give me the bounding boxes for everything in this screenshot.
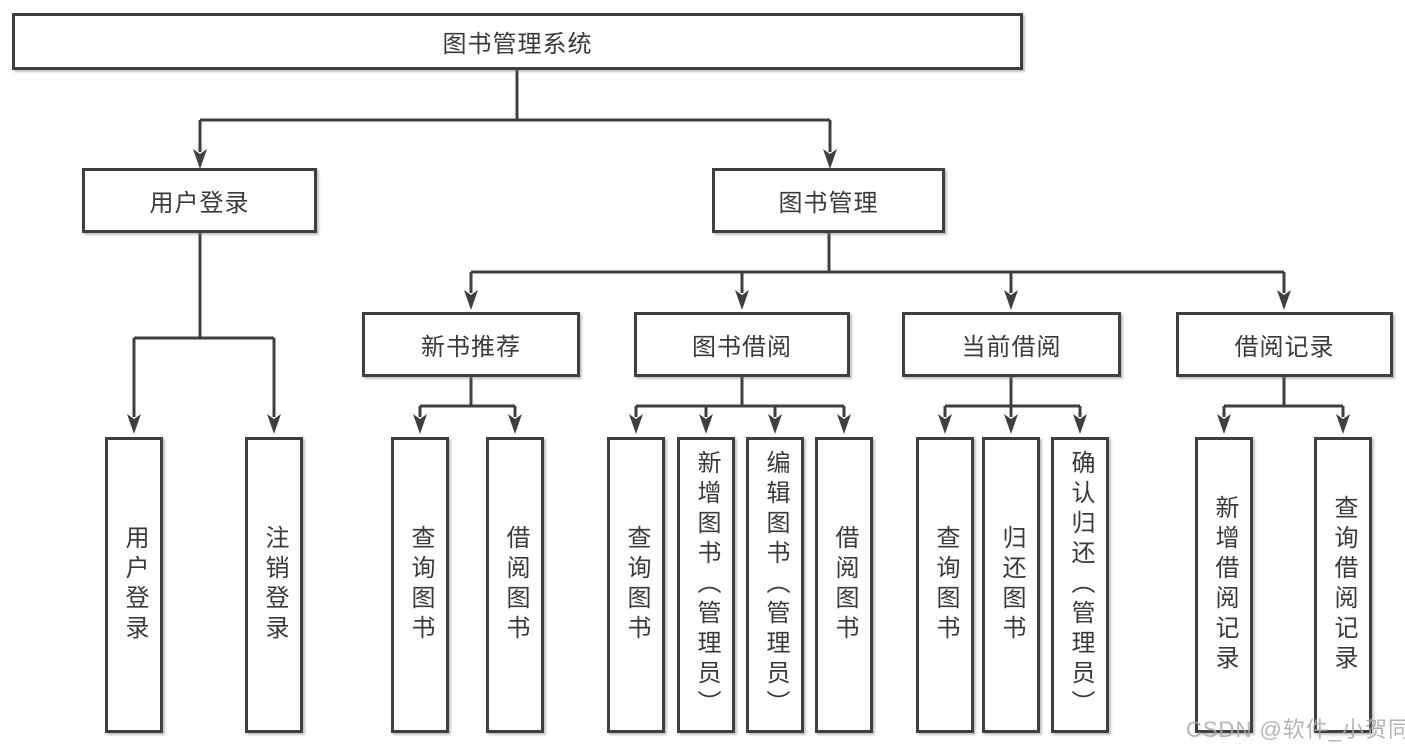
arrowhead bbox=[699, 414, 713, 434]
arrowhead bbox=[1336, 414, 1350, 434]
leaf-query-borrow-record-label: 查询借阅记录 bbox=[1330, 495, 1357, 675]
leaf-add-borrow-record-label: 新增借阅记录 bbox=[1211, 495, 1238, 675]
node-book-management-label: 图书管理 bbox=[778, 190, 879, 217]
arrowhead bbox=[768, 414, 782, 434]
watermark: CSDN @软件_小贺同学 bbox=[1186, 717, 1405, 742]
connector-current-to-leaves bbox=[943, 377, 1082, 417]
arrowheads bbox=[127, 149, 1350, 434]
leaf-logout-label: 注销登录 bbox=[261, 525, 288, 645]
leaf-user-login-label: 用户登录 bbox=[121, 525, 148, 645]
arrowhead bbox=[508, 414, 522, 434]
leaf-query-books-1-label: 查询图书 bbox=[407, 525, 434, 645]
node-new-book-recommend-label: 新书推荐 bbox=[421, 334, 521, 361]
leaf-query-books-3-label: 查询图书 bbox=[932, 525, 959, 645]
leaf-borrow-books-2: 借阅图书 bbox=[815, 437, 873, 733]
node-user-login-label: 用户登录 bbox=[149, 190, 250, 217]
leaf-logout: 注销登录 bbox=[245, 437, 303, 733]
arrowhead bbox=[267, 414, 281, 434]
leaf-confirm-return-admin-label: 确认归还（管理员） bbox=[1067, 450, 1094, 720]
connector-bookmgmt-to-level2 bbox=[469, 233, 1286, 293]
node-current-borrowing-label: 当前借阅 bbox=[961, 334, 1062, 361]
connector-records-to-leaves bbox=[1222, 377, 1345, 417]
connector-root-to-level1 bbox=[198, 70, 832, 152]
arrowhead bbox=[823, 149, 837, 169]
arrowhead bbox=[1277, 290, 1291, 310]
node-new-book-recommend: 新书推荐 bbox=[362, 312, 580, 377]
leaf-user-login: 用户登录 bbox=[105, 437, 163, 733]
leaf-query-borrow-record: 查询借阅记录 bbox=[1314, 437, 1372, 733]
connector-userlogin-to-leaves bbox=[132, 233, 276, 417]
leaf-borrow-books-2-label: 借阅图书 bbox=[831, 525, 858, 645]
connector-borrowing-to-leaves bbox=[634, 377, 846, 417]
arrowhead bbox=[464, 290, 478, 310]
arrowhead bbox=[837, 414, 851, 434]
leaf-borrow-books-1-label: 借阅图书 bbox=[502, 525, 529, 645]
leaf-add-books-admin-label: 新增图书（管理员） bbox=[693, 450, 720, 720]
leaf-borrow-books-1: 借阅图书 bbox=[486, 437, 544, 733]
arrowhead bbox=[1073, 414, 1087, 434]
leaf-edit-books-admin: 编辑图书（管理员） bbox=[746, 437, 804, 733]
arrowhead bbox=[1004, 290, 1018, 310]
node-book-management: 图书管理 bbox=[712, 168, 945, 233]
arrowhead bbox=[193, 149, 207, 169]
leaf-query-books-2-label: 查询图书 bbox=[623, 525, 650, 645]
arrowhead bbox=[127, 414, 141, 434]
leaf-query-books-1: 查询图书 bbox=[391, 437, 449, 733]
node-book-borrowing: 图书借阅 bbox=[634, 312, 850, 377]
node-user-login: 用户登录 bbox=[82, 168, 317, 233]
arrowhead bbox=[735, 290, 749, 310]
leaf-query-books-2: 查询图书 bbox=[607, 437, 665, 733]
arrowhead bbox=[629, 414, 643, 434]
arrowhead bbox=[1004, 414, 1018, 434]
leaf-edit-books-admin-label: 编辑图书（管理员） bbox=[762, 450, 789, 720]
node-borrowing-records: 借阅记录 bbox=[1176, 312, 1393, 377]
node-library-system: 图书管理系统 bbox=[12, 13, 1023, 70]
leaf-confirm-return-admin: 确认归还（管理员） bbox=[1051, 437, 1109, 733]
leaf-return-books-label: 归还图书 bbox=[998, 525, 1025, 645]
leaf-add-borrow-record: 新增借阅记录 bbox=[1195, 437, 1253, 733]
leaf-query-books-3: 查询图书 bbox=[916, 437, 974, 733]
arrowhead bbox=[938, 414, 952, 434]
leaf-add-books-admin: 新增图书（管理员） bbox=[677, 437, 735, 733]
connector-newbooks-to-leaves bbox=[418, 377, 517, 417]
arrowhead bbox=[1217, 414, 1231, 434]
arrowhead bbox=[413, 414, 427, 434]
node-borrowing-records-label: 借阅记录 bbox=[1234, 334, 1335, 361]
node-current-borrowing: 当前借阅 bbox=[902, 312, 1121, 377]
node-library-system-label: 图书管理系统 bbox=[442, 31, 593, 58]
node-book-borrowing-label: 图书借阅 bbox=[692, 334, 792, 361]
leaf-return-books: 归还图书 bbox=[982, 437, 1040, 733]
